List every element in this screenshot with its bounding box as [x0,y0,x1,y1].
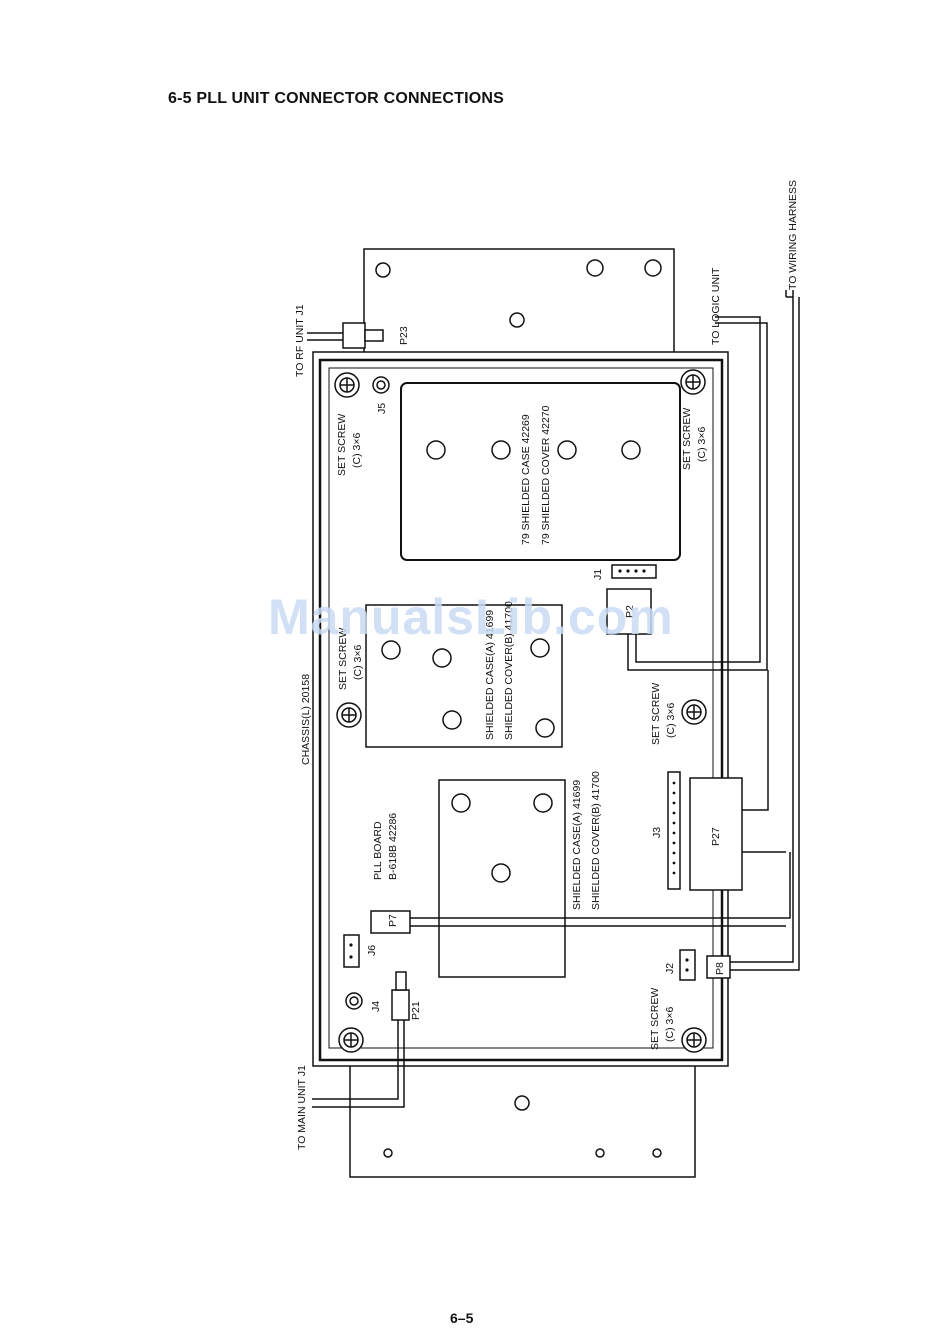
pll-board [328,367,714,1049]
j5-connector [372,376,390,394]
page-number: 6–5 [450,1310,474,1326]
shield-hole [535,718,555,738]
label-set-screw: SET SCREW [337,628,349,690]
shield-middle [365,604,563,748]
set-screw-icon [680,369,706,395]
page-title: 6-5 PLL UNIT CONNECTOR CONNECTIONS [168,90,505,107]
shield-hole [491,440,511,460]
label-shield-mid-case: SHIELDED CASE(A) 41699 [484,610,496,740]
shield-hole [533,793,553,813]
p21-plug [391,971,410,1021]
bracket-hole [586,259,604,277]
bracket-hole [644,259,662,277]
j2-connector [679,949,696,981]
shield-hole [530,638,550,658]
shield-hole [442,710,462,730]
j3-connector [667,771,681,890]
shield-hole [621,440,641,460]
bracket-hole [595,1148,605,1158]
set-screw-icon [336,702,362,728]
bottom-bracket [349,1064,696,1178]
p7-plug [370,910,411,934]
p2-logic-wire [627,322,768,671]
bracket-hole [514,1095,530,1111]
shield-hole [426,440,446,460]
label-shield-mid-cover: SHIELDED COVER(B) 41700 [503,601,515,740]
p8-harness-wire [730,297,800,971]
label-to-wiring-harness: TO WIRING HARNESS [787,180,799,290]
label-set-screw: SET SCREW [649,988,661,1050]
p23-plug [342,322,384,349]
label-to-logic-unit: TO LOGIC UNIT [710,267,722,345]
p8-plug [706,955,731,979]
chassis-inner [318,358,724,1062]
label-chassis: CHASSIS(L) 20158 [300,674,312,765]
harness-lead [785,290,794,297]
bracket-hole [509,312,525,328]
label-p27: P27 [710,827,722,846]
label-p7: P7 [387,914,399,927]
label-set-screw: SET SCREW [336,414,348,476]
label-shield-low-case: SHIELDED CASE(A) 41699 [571,780,583,910]
label-shield-top-case: 79 SHIELDED CASE 42269 [520,414,532,545]
set-screw-icon [681,1027,707,1053]
p27-plug [689,777,743,891]
p27-wire [742,670,769,811]
shield-lower [438,779,566,978]
label-set-screw-size: (C) 3×6 [351,433,363,468]
bracket-hole [652,1148,662,1158]
shield-hole [451,793,471,813]
set-screw-icon [338,1027,364,1053]
label-j3: J3 [651,827,663,838]
label-j1: J1 [592,569,604,580]
j4-connector [345,992,363,1010]
p2-plug [606,588,652,635]
label-set-screw-size: (C) 3×6 [664,1007,676,1042]
j6-connector [343,934,360,968]
set-screw-icon [681,699,707,725]
label-p23: P23 [398,326,410,345]
label-set-screw: SET SCREW [681,408,693,470]
shield-hole [432,648,452,668]
p7-harness-wire [410,852,791,927]
label-j2: J2 [664,963,676,974]
shield-hole [381,640,401,660]
shield-top [400,382,681,561]
label-set-screw-size: (C) 3×6 [665,703,677,738]
label-p8: P8 [714,962,726,975]
label-shield-top-cover: 79 SHIELDED COVER 42270 [540,405,552,545]
label-pll-board-number: B-618B 42286 [387,813,399,880]
set-screw-icon [334,372,360,398]
p8-harness-wire [730,296,794,963]
label-p21: P21 [410,1001,422,1020]
label-j5: J5 [376,403,388,414]
label-to-rf-unit: TO RF UNIT J1 [294,304,306,377]
top-bracket [363,248,675,355]
bracket-hole [375,262,391,278]
j1-connector [611,564,657,579]
label-set-screw-size: (C) 3×6 [696,427,708,462]
label-p2: P2 [624,605,636,618]
main-wire [312,1020,405,1108]
chassis-outer [312,351,729,1067]
label-pll-board: PLL BOARD [372,821,384,880]
label-j6: J6 [366,945,378,956]
shield-hole [557,440,577,460]
label-to-main-unit: TO MAIN UNIT J1 [296,1065,308,1150]
p2-logic-wire [635,316,761,663]
bracket-hole [383,1148,393,1158]
label-set-screw-size: (C) 3×6 [352,645,364,680]
shield-hole [491,863,511,883]
label-j4: J4 [370,1001,382,1012]
rf-wire [307,332,343,341]
label-shield-low-cover: SHIELDED COVER(B) 41700 [590,771,602,910]
label-set-screw: SET SCREW [650,683,662,745]
